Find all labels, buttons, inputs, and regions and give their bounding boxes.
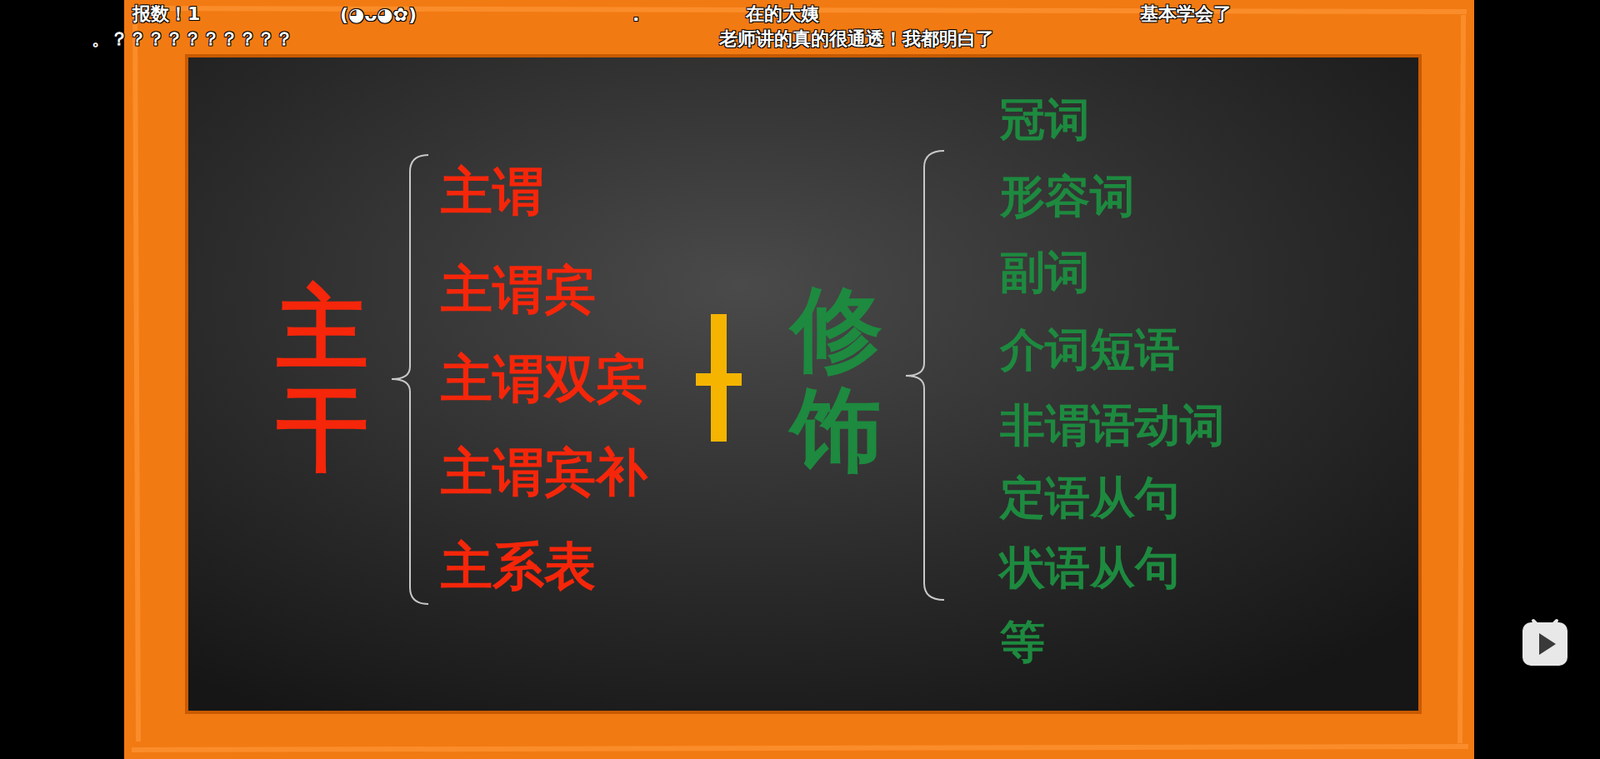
play-icon-ears (1533, 620, 1557, 626)
sentence-pattern: 主谓 (440, 161, 545, 221)
sentence-pattern: 主谓双宾 (440, 349, 648, 409)
board-frame (124, 0, 1475, 759)
modifier-type: 等 (1000, 616, 1045, 669)
right-brace (905, 150, 945, 600)
chalkboard (188, 57, 1419, 711)
danmaku-comment: 在的大姨 (745, 1, 820, 27)
danmaku-comment: . (632, 4, 640, 25)
modifier-type: 副词 (1000, 246, 1090, 299)
frame-streaks (131, 8, 1469, 750)
play-icon-triangle (1539, 633, 1556, 655)
left-brace (391, 155, 429, 605)
danmaku-comment: 老师讲的真的很通透！我都明白了 (719, 26, 995, 52)
modifier-type: 冠词 (1000, 94, 1090, 146)
sentence-pattern: 主谓宾 (440, 260, 596, 320)
danmaku-comment: 基本学会了 (1140, 1, 1232, 27)
modifier-type: 状语从句 (1000, 542, 1180, 595)
modifier-type: 定语从句 (1000, 472, 1180, 525)
main-category: 修饰 (790, 279, 883, 481)
modifier-type: 形容词 (1000, 170, 1135, 223)
play-icon (1522, 622, 1568, 666)
modifier-type: 非谓语动词 (1000, 400, 1225, 452)
danmaku-comment: (◕ᴗ◕✿) (340, 4, 417, 25)
danmaku-comment: 。？？？？？？？？？？ (91, 26, 294, 52)
danmaku-comment: 报数！1 (132, 1, 200, 27)
frame-inner-edge (185, 54, 1422, 715)
modifier-type: 介词短语 (1000, 324, 1180, 376)
plus-sign-horizontal (695, 373, 742, 386)
main-category: 主干 (276, 278, 369, 480)
sentence-pattern: 主系表 (440, 536, 596, 596)
sentence-pattern: 主谓宾补 (440, 442, 648, 502)
